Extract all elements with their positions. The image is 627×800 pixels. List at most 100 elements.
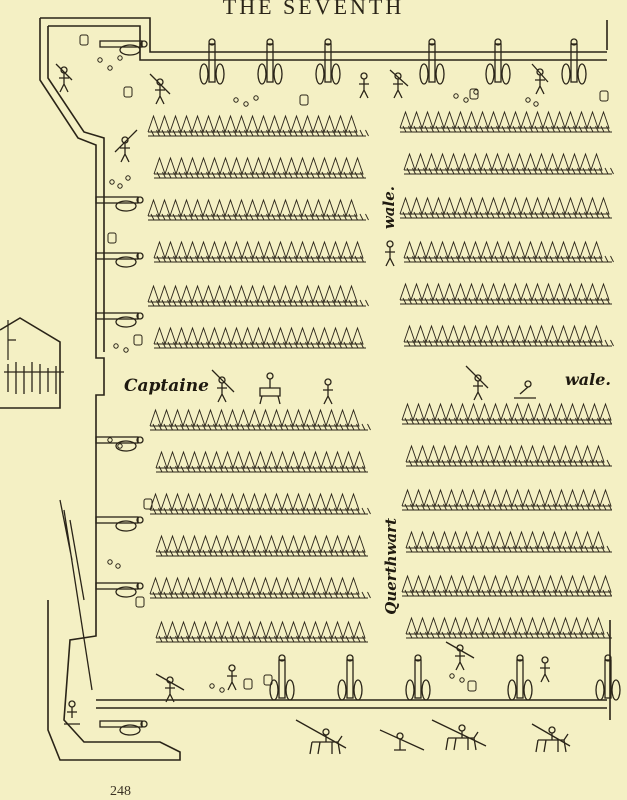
cannon-ball — [117, 55, 123, 61]
tent-rows-lower-left — [149, 408, 371, 643]
cannon — [315, 38, 341, 85]
tent-row — [155, 620, 368, 643]
cannon — [95, 582, 144, 598]
cannon-ball — [219, 687, 225, 693]
cannon — [95, 436, 144, 452]
figures-soldiers — [4, 63, 571, 755]
cannon — [99, 40, 148, 56]
cannon-ball — [117, 443, 123, 449]
cannon-ball — [449, 673, 455, 679]
page-number: 248 — [110, 784, 131, 799]
tent-rows-upper-left — [147, 114, 369, 349]
cannon-ball — [107, 437, 113, 443]
left-gate-tent — [0, 317, 61, 409]
tent-row — [147, 114, 369, 137]
cannon-ball — [107, 559, 113, 565]
cannon — [95, 516, 144, 532]
cannon-ball — [113, 343, 119, 349]
powder-barrel — [469, 88, 479, 100]
label-wale-right: wale. — [565, 370, 611, 389]
cannon-ball — [525, 97, 531, 103]
cannon-ball — [453, 93, 459, 99]
cannon — [485, 38, 511, 85]
tent-rows-upper-right — [399, 110, 614, 347]
cannon-ball — [117, 183, 123, 189]
cannon — [99, 720, 148, 736]
cannon — [419, 38, 445, 85]
powder-barrel — [467, 680, 477, 692]
tent-row — [401, 488, 612, 511]
cannon-ball — [107, 65, 113, 71]
cannon — [595, 654, 621, 701]
tent-row — [399, 196, 612, 219]
tent-row — [155, 534, 368, 557]
powder-barrel — [135, 596, 145, 608]
tent-row — [401, 574, 612, 597]
tent-row — [153, 156, 366, 179]
powder-barrel — [599, 90, 609, 102]
cannon — [269, 654, 295, 701]
label-wale-vertical: wale. — [380, 186, 398, 230]
running-head: THE SEVENTH — [222, 0, 405, 19]
cannon-ball — [233, 97, 239, 103]
cannon — [337, 654, 363, 701]
cannon-ball — [209, 683, 215, 689]
cannon-ball — [115, 563, 121, 569]
powder-barrel — [133, 334, 143, 346]
label-querthwart: Querthwart — [382, 518, 400, 615]
cannon-ball — [459, 677, 465, 683]
cannon-balls-and-barrels — [79, 34, 609, 693]
rampart-outline — [39, 17, 607, 761]
tent-row — [147, 284, 369, 307]
cannon-ball — [533, 101, 539, 107]
tent-row — [147, 198, 369, 221]
cannon — [561, 38, 587, 85]
tent-row — [399, 282, 612, 305]
cannon-ball — [463, 97, 469, 103]
powder-barrel — [107, 232, 117, 244]
powder-barrel — [299, 94, 309, 106]
tent-row — [403, 152, 614, 175]
powder-barrel — [143, 498, 153, 510]
rampart-inner — [47, 25, 607, 352]
tent-row — [155, 450, 368, 473]
tent-rows-lower-right — [401, 402, 612, 639]
tent-row — [149, 492, 371, 515]
powder-barrel — [79, 34, 89, 46]
powder-barrel — [123, 86, 133, 98]
cannons-bottom-row — [269, 654, 621, 701]
cannon — [405, 654, 431, 701]
cannons-left-side — [95, 40, 148, 736]
cannon — [199, 38, 225, 85]
cannon-ball — [109, 179, 115, 185]
cannons-top-row — [199, 38, 587, 85]
tent-row — [149, 576, 371, 599]
powder-barrel — [243, 678, 253, 690]
cannon-ball — [123, 347, 129, 353]
tent-row — [399, 110, 612, 133]
cannon — [95, 252, 144, 268]
cannon — [95, 312, 144, 328]
tent-row — [153, 240, 366, 263]
rampart-bottom — [96, 699, 607, 709]
tent-row — [405, 444, 612, 467]
tent-row — [405, 530, 612, 553]
powder-barrel — [263, 674, 273, 686]
cannon-ball — [243, 101, 249, 107]
tent-row — [405, 616, 612, 639]
label-captaine: Captaine — [124, 376, 209, 396]
cannon-ball — [125, 175, 131, 181]
tent-row — [153, 326, 366, 349]
cannon-ball — [97, 57, 103, 63]
cannon — [507, 654, 533, 701]
cannon — [257, 38, 283, 85]
tent-row — [149, 408, 371, 431]
tent-row — [401, 402, 612, 425]
tent-row — [403, 324, 614, 347]
cannon-ball — [253, 95, 259, 101]
right-edge — [606, 20, 611, 720]
tent-row — [403, 240, 614, 263]
cannon — [95, 196, 144, 212]
